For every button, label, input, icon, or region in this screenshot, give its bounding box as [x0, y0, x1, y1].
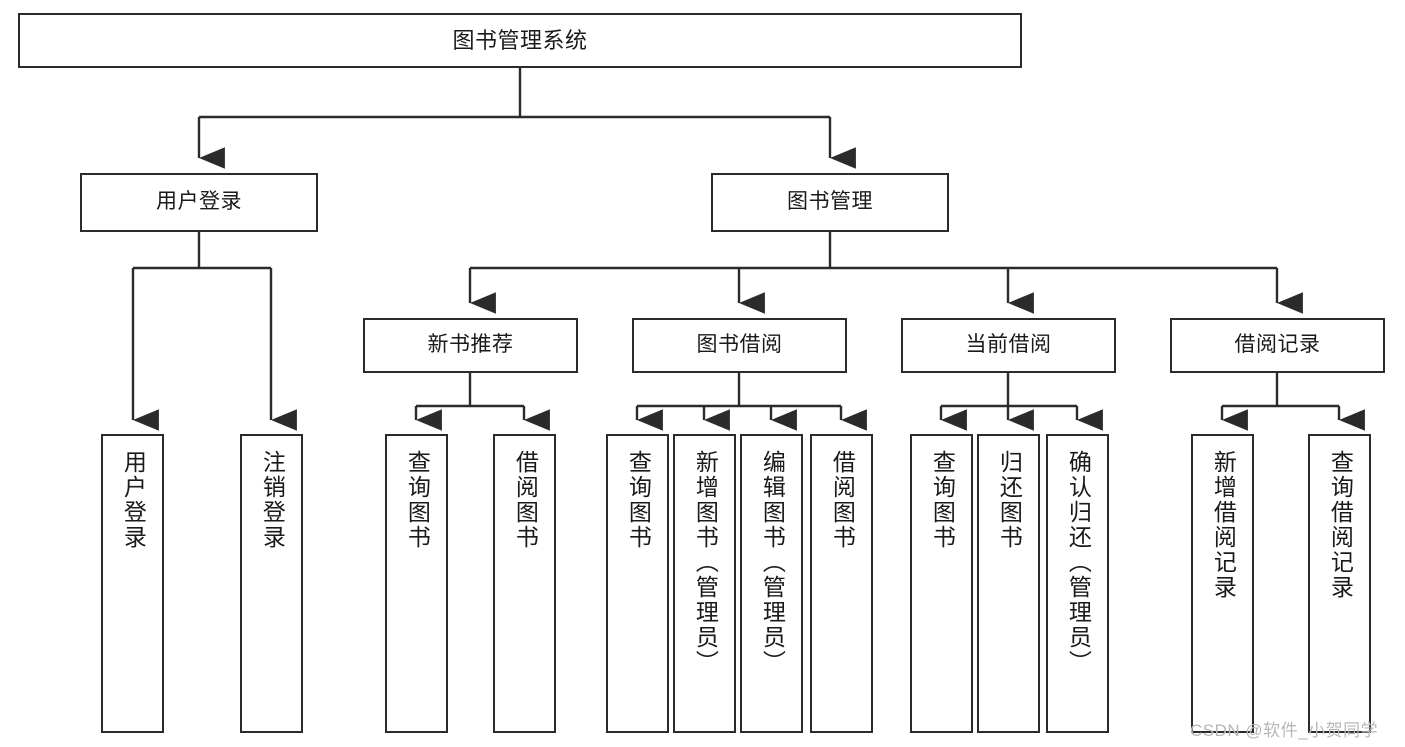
node-leaf-return-book-label: 归还图书 — [996, 450, 1023, 550]
edges-userlogin-to-leaves — [131, 232, 297, 431]
node-borrow-record-label: 借阅记录 — [1234, 333, 1321, 357]
node-current-borrow[interactable]: 当前借阅 — [901, 318, 1116, 373]
node-leaf-query-record-label: 查询借阅记录 — [1327, 450, 1354, 600]
node-leaf-query-book-3[interactable]: 查询图书 — [910, 434, 973, 733]
node-leaf-confirm-return[interactable]: 确认归还（管理员） — [1046, 434, 1109, 733]
node-leaf-add-book-label: 新增图书（管理员） — [692, 450, 719, 675]
node-leaf-borrow-book-2[interactable]: 借阅图书 — [810, 434, 873, 733]
node-leaf-query-record[interactable]: 查询借阅记录 — [1308, 434, 1371, 733]
node-root-label: 图书管理系统 — [452, 27, 588, 53]
node-leaf-query-book-3-label: 查询图书 — [929, 450, 956, 550]
node-leaf-return-book[interactable]: 归还图书 — [977, 434, 1040, 733]
edges-bookmanage-to-level3 — [468, 232, 1303, 314]
node-leaf-user-login[interactable]: 用户登录 — [101, 434, 164, 733]
node-leaf-add-book[interactable]: 新增图书（管理员） — [673, 434, 736, 733]
node-leaf-query-book-1[interactable]: 查询图书 — [385, 434, 448, 733]
node-leaf-edit-book[interactable]: 编辑图书（管理员） — [740, 434, 803, 733]
node-leaf-user-login-label: 用户登录 — [120, 450, 147, 550]
node-new-book-recommend-label: 新书推荐 — [427, 333, 514, 357]
node-user-login-label: 用户登录 — [156, 190, 242, 214]
node-leaf-borrow-book-1-label: 借阅图书 — [512, 450, 539, 550]
edges-currentborrow-to-leaves — [939, 373, 1103, 431]
node-book-borrow-label: 图书借阅 — [696, 333, 783, 357]
edges-bookborrow-to-leaves — [635, 373, 867, 431]
node-book-manage[interactable]: 图书管理 — [711, 173, 949, 232]
node-leaf-logout-login[interactable]: 注销登录 — [240, 434, 303, 733]
node-leaf-logout-login-label: 注销登录 — [259, 450, 286, 550]
node-leaf-query-book-2-label: 查询图书 — [625, 450, 652, 550]
node-leaf-borrow-book-2-label: 借阅图书 — [829, 450, 856, 550]
node-borrow-record[interactable]: 借阅记录 — [1170, 318, 1385, 373]
node-leaf-confirm-return-label: 确认归还（管理员） — [1065, 450, 1092, 675]
edges-newbook-to-leaves — [414, 373, 550, 431]
edges-borrowrecord-to-leaves — [1220, 373, 1365, 431]
node-leaf-query-book-2[interactable]: 查询图书 — [606, 434, 669, 733]
node-book-borrow[interactable]: 图书借阅 — [632, 318, 847, 373]
node-user-login[interactable]: 用户登录 — [80, 173, 318, 232]
node-leaf-edit-book-label: 编辑图书（管理员） — [759, 450, 786, 675]
node-leaf-add-record-label: 新增借阅记录 — [1210, 450, 1237, 600]
node-current-borrow-label: 当前借阅 — [965, 333, 1052, 357]
node-leaf-query-book-1-label: 查询图书 — [404, 450, 431, 550]
edges-root-to-level2 — [197, 68, 856, 169]
node-leaf-add-record[interactable]: 新增借阅记录 — [1191, 434, 1254, 733]
node-leaf-borrow-book-1[interactable]: 借阅图书 — [493, 434, 556, 733]
node-new-book-recommend[interactable]: 新书推荐 — [363, 318, 578, 373]
node-book-manage-label: 图书管理 — [787, 190, 873, 214]
node-root[interactable]: 图书管理系统 — [18, 13, 1022, 68]
